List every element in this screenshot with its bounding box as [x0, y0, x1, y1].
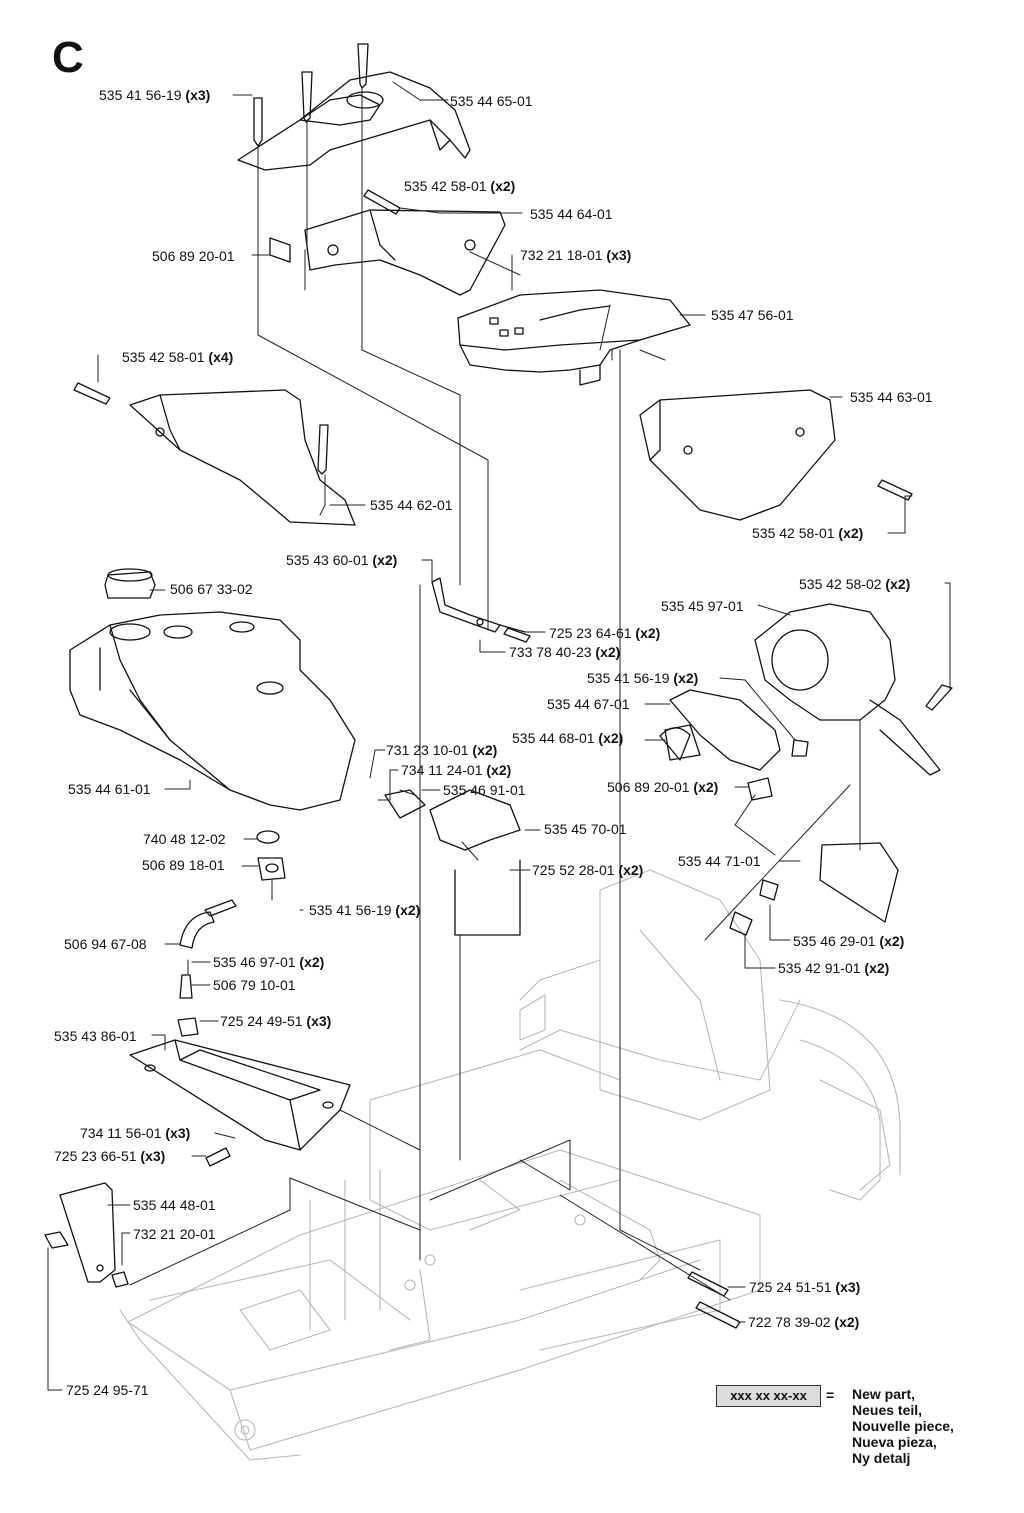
legend-line: Ny detalj [852, 1450, 911, 1466]
callout-725-24-95-71: 725 24 95-71 [66, 1382, 149, 1398]
callout-722-78-39-02: 722 78 39-02 (x2) [748, 1314, 860, 1330]
callout-535-42-58-02: 535 42 58-02 (x2) [799, 576, 911, 592]
legend-line: Nouvelle piece, [852, 1418, 954, 1434]
callout-535-44-62-01: 535 44 62-01 [370, 497, 453, 513]
callout-535-44-48-01: 535 44 48-01 [133, 1197, 216, 1213]
callout-725-24-49-51: 725 24 49-51 (x3) [220, 1013, 332, 1029]
callout-535-47-56-01: 535 47 56-01 [711, 307, 794, 323]
callout-535-46-29-01: 535 46 29-01 (x2) [793, 933, 905, 949]
callout-535-43-86-01: 535 43 86-01 [54, 1028, 137, 1044]
legend-new-part-code: xxx xx xx-xx [716, 1385, 821, 1407]
callout-506-89-20-01: 506 89 20-01 [152, 248, 235, 264]
callout-535-44-61-01: 535 44 61-01 [68, 781, 151, 797]
fuel-line-parts [179, 830, 286, 999]
callout-leaders [47, 81, 951, 1391]
callout-535-46-97-01: 535 46 97-01 (x2) [213, 954, 325, 970]
callout-535-44-71-01: 535 44 71-01 [678, 853, 761, 869]
lever-535-45-70-01 [384, 789, 521, 936]
legend-text: New part, Neues teil, Nouvelle piece, Nu… [852, 1386, 954, 1466]
callout-535-42-58-01-x2-right: 535 42 58-01 (x2) [752, 525, 864, 541]
switch-housing-535-44-67-01 [664, 689, 781, 771]
callout-535-42-58-01-x2-top: 535 42 58-01 (x2) [404, 178, 516, 194]
callout-734-11-24-01: 734 11 24-01 (x2) [401, 762, 512, 778]
callout-535-43-60-01: 535 43 60-01 (x2) [286, 552, 398, 568]
bracket-535-43-60-01 [431, 577, 526, 633]
side-cover-535-44-63-01 [639, 389, 836, 521]
callout-535-42-58-01-x4: 535 42 58-01 (x4) [122, 349, 234, 365]
callout-535-46-91-01: 535 46 91-01 [443, 782, 526, 798]
callout-732-21-18-01: 732 21 18-01 (x3) [520, 247, 632, 263]
cover-535-44-48-01 [59, 1182, 116, 1283]
callout-733-78-40-23: 733 78 40-23 (x2) [509, 644, 621, 660]
deflector-535-44-71-01 [819, 842, 899, 923]
callout-535-44-63-01: 535 44 63-01 [850, 389, 933, 405]
callout-506-89-20-01-x2: 506 89 20-01 (x2) [607, 779, 719, 795]
callout-506-67-33-02: 506 67 33-02 [170, 581, 253, 597]
panel-535-44-64-01 [304, 209, 506, 296]
chassis-frame [119, 869, 901, 1461]
callout-506-89-18-01: 506 89 18-01 [142, 857, 225, 873]
callout-506-79-10-01: 506 79 10-01 [213, 977, 296, 993]
top-cover-535-44-65-01 [237, 71, 471, 171]
callout-725-23-66-51: 725 23 66-51 (x3) [54, 1148, 166, 1164]
callout-725-52-28-01: 725 52 28-01 (x2) [532, 862, 644, 878]
assembly-lines [129, 87, 861, 1301]
callout-535-44-65-01: 535 44 65-01 [450, 93, 533, 109]
callout-535-44-64-01: 535 44 64-01 [530, 206, 613, 222]
callout-535-44-67-01: 535 44 67-01 [547, 696, 630, 712]
callout-535-41-56-19-x2-tank: 535 41 56-19 (x2) [309, 902, 421, 918]
left-guard-535-44-62-01 [129, 389, 356, 526]
callout-732-21-20-01: 732 21 20-01 [133, 1226, 216, 1242]
fuel-tank-535-44-61-01 [69, 568, 356, 811]
legend-line: Nueva pieza, [852, 1434, 937, 1450]
callout-734-11-56-01: 734 11 56-01 (x3) [80, 1125, 191, 1141]
callout-725-24-51-51: 725 24 51-51 (x3) [749, 1279, 861, 1295]
rear-cover-535-45-97-01 [754, 603, 941, 776]
control-panel-535-47-56-01 [457, 289, 691, 386]
fasteners [44, 43, 953, 1329]
legend-line: Neues teil, [852, 1402, 923, 1418]
callout-506-94-67-08: 506 94 67-08 [64, 936, 147, 952]
callout-535-41-56-19-x2-switch: 535 41 56-19 (x2) [587, 670, 699, 686]
callout-535-42-91-01: 535 42 91-01 (x2) [778, 960, 890, 976]
callout-535-44-68-01: 535 44 68-01 (x2) [512, 730, 624, 746]
callout-535-41-56-19-x3: 535 41 56-19 (x3) [99, 87, 211, 103]
section-letter: C [52, 33, 84, 82]
callout-731-23-10-01: 731 23 10-01 (x2) [386, 742, 498, 758]
callout-535-45-70-01: 535 45 70-01 [544, 821, 627, 837]
legend-line: New part, [852, 1386, 916, 1402]
legend-equals: = [826, 1387, 835, 1403]
callout-725-23-64-61: 725 23 64-61 (x2) [549, 625, 661, 641]
callout-535-45-97-01: 535 45 97-01 [661, 598, 744, 614]
callout-740-48-12-02: 740 48 12-02 [143, 831, 226, 847]
